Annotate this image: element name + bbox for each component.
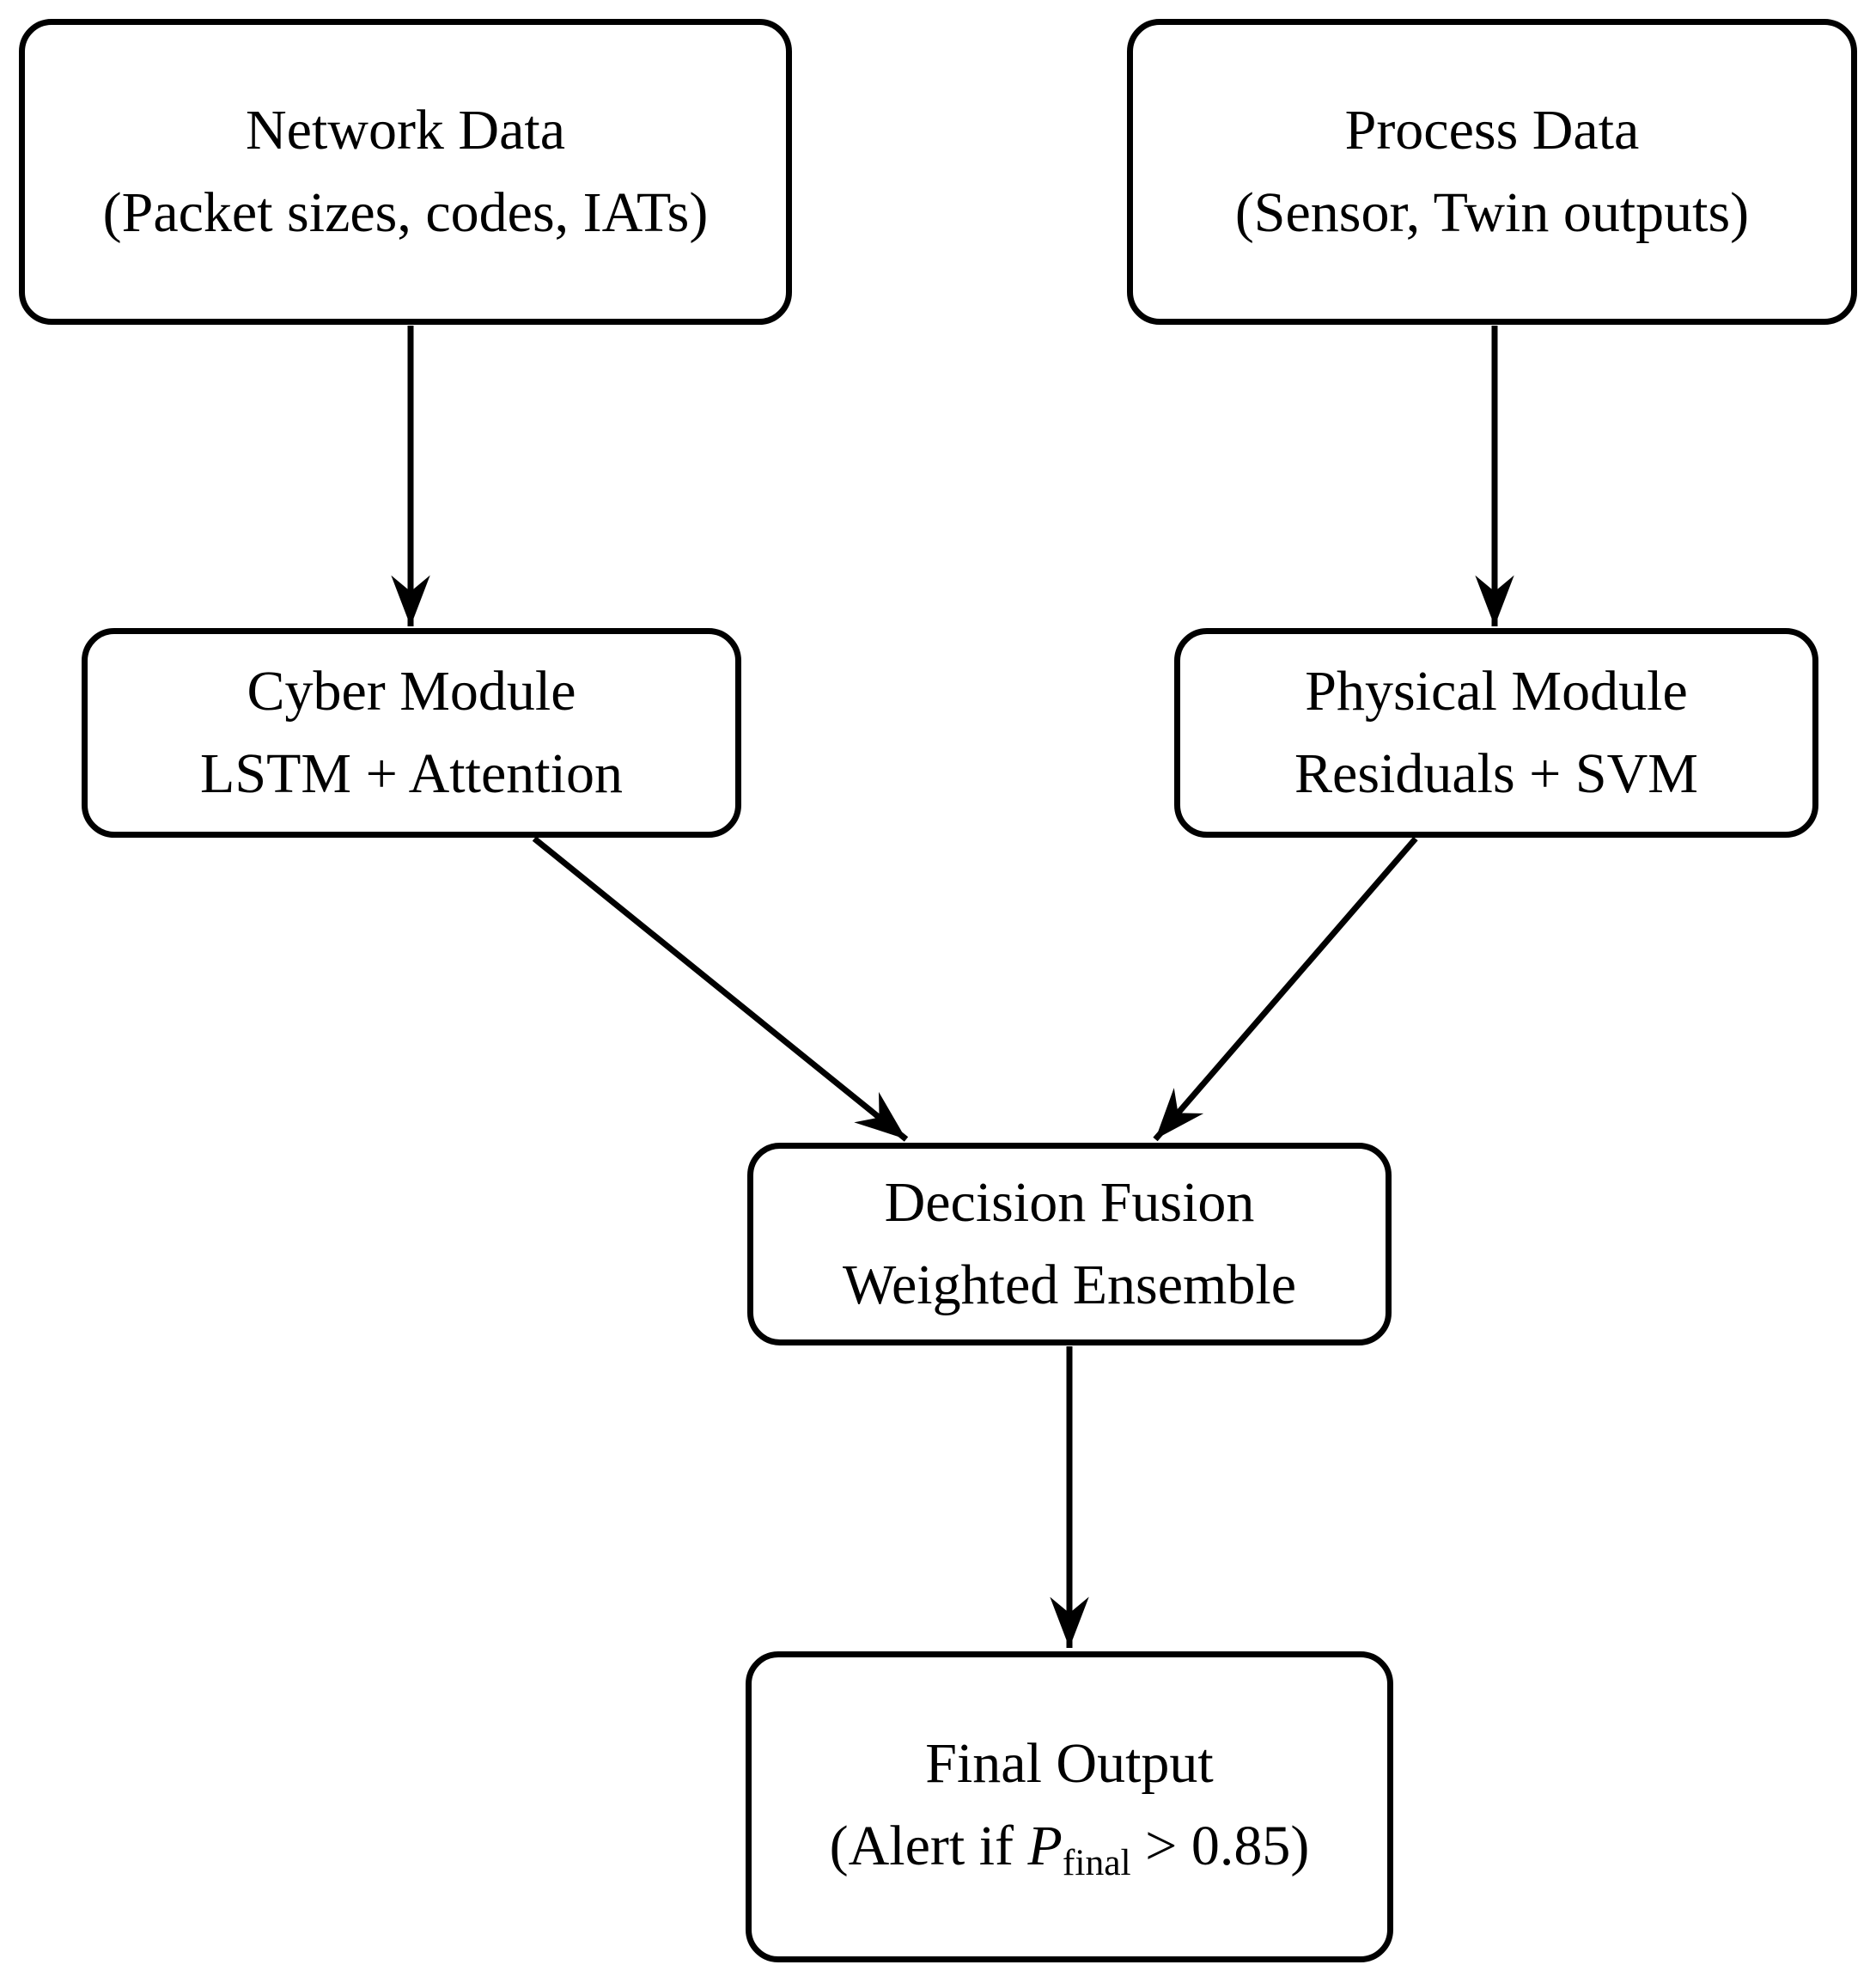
node-cyber-module-title: Cyber Module	[247, 660, 576, 723]
node-cyber-module-subtitle: LSTM + Attention	[200, 742, 623, 805]
condition-variable: P	[1027, 1815, 1063, 1878]
node-decision-fusion-title: Decision Fusion	[884, 1171, 1255, 1235]
node-final-output-condition: (Alert if Pfinal > 0.85)	[830, 1805, 1310, 1890]
node-final-output: Final Output (Alert if Pfinal > 0.85)	[746, 1651, 1393, 1962]
arrow-cyber-to-fusion	[532, 836, 909, 1142]
arrow-physical-to-fusion	[1153, 836, 1418, 1142]
node-process-data: Process Data (Sensor, Twin outputs)	[1127, 19, 1857, 325]
node-network-data-title: Network Data	[245, 99, 566, 162]
node-physical-module-title: Physical Module	[1305, 660, 1688, 723]
node-final-output-title: Final Output	[925, 1732, 1214, 1796]
node-physical-module-subtitle: Residuals + SVM	[1294, 742, 1698, 805]
condition-prefix: (Alert if	[829, 1815, 1028, 1878]
node-decision-fusion-subtitle: Weighted Ensemble	[842, 1254, 1297, 1316]
node-network-data-subtitle: (Packet sizes, codes, IATs)	[102, 181, 709, 244]
node-decision-fusion: Decision Fusion Weighted Ensemble	[747, 1143, 1392, 1345]
node-process-data-title: Process Data	[1344, 99, 1640, 162]
node-process-data-subtitle: (Sensor, Twin outputs)	[1234, 181, 1750, 244]
condition-subscript: final	[1062, 1842, 1131, 1884]
node-physical-module: Physical Module Residuals + SVM	[1174, 628, 1818, 838]
condition-suffix: > 0.85)	[1130, 1815, 1310, 1878]
node-cyber-module: Cyber Module LSTM + Attention	[82, 628, 741, 838]
node-network-data: Network Data (Packet sizes, codes, IATs)	[19, 19, 792, 325]
